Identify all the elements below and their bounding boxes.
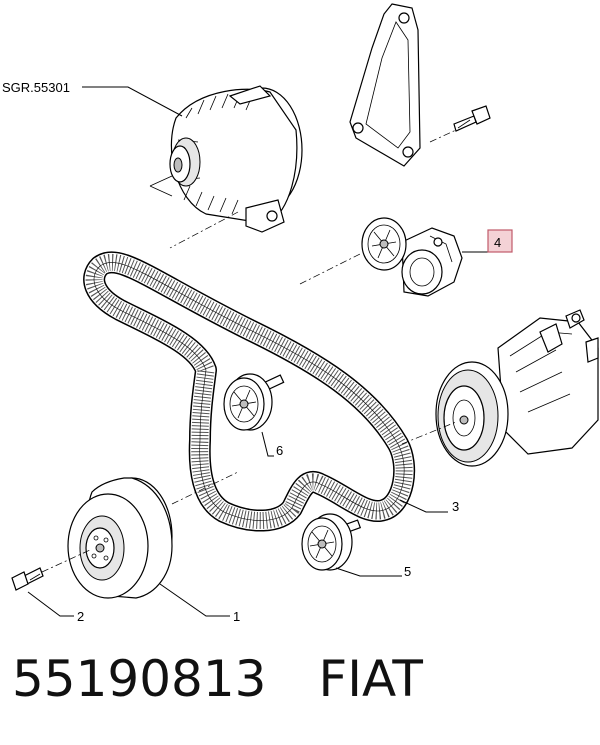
- mounting-bracket: [349, 3, 421, 167]
- idler-pulley-upper: [223, 373, 285, 431]
- part-1-label: 1: [233, 609, 240, 624]
- part-5-label: 5: [404, 564, 411, 579]
- alternator-ref-label: SGR.55301: [2, 80, 70, 95]
- belt-tensioner: [361, 217, 463, 297]
- crankshaft-pulley: [67, 477, 173, 599]
- part-2-label: 2: [77, 609, 84, 624]
- part-number: 55190813: [12, 650, 267, 708]
- part-4-label: 4: [494, 235, 501, 250]
- exploded-parts-diagram: SGR.55301 4 3: [2, 3, 599, 624]
- pulley-bolt: [11, 567, 44, 591]
- brand-name: FIAT: [318, 650, 423, 708]
- idler-pulley-lower: [301, 513, 362, 571]
- ac-compressor: [435, 309, 599, 467]
- part-3-label: 3: [452, 499, 459, 514]
- highlighted-part-box: [487, 229, 513, 253]
- bracket-bolt: [453, 105, 491, 132]
- part-6-label: 6: [276, 443, 283, 458]
- drive-belt: [83, 251, 416, 532]
- alternator: [169, 85, 303, 233]
- footer-caption: 55190813 FIAT: [12, 650, 423, 730]
